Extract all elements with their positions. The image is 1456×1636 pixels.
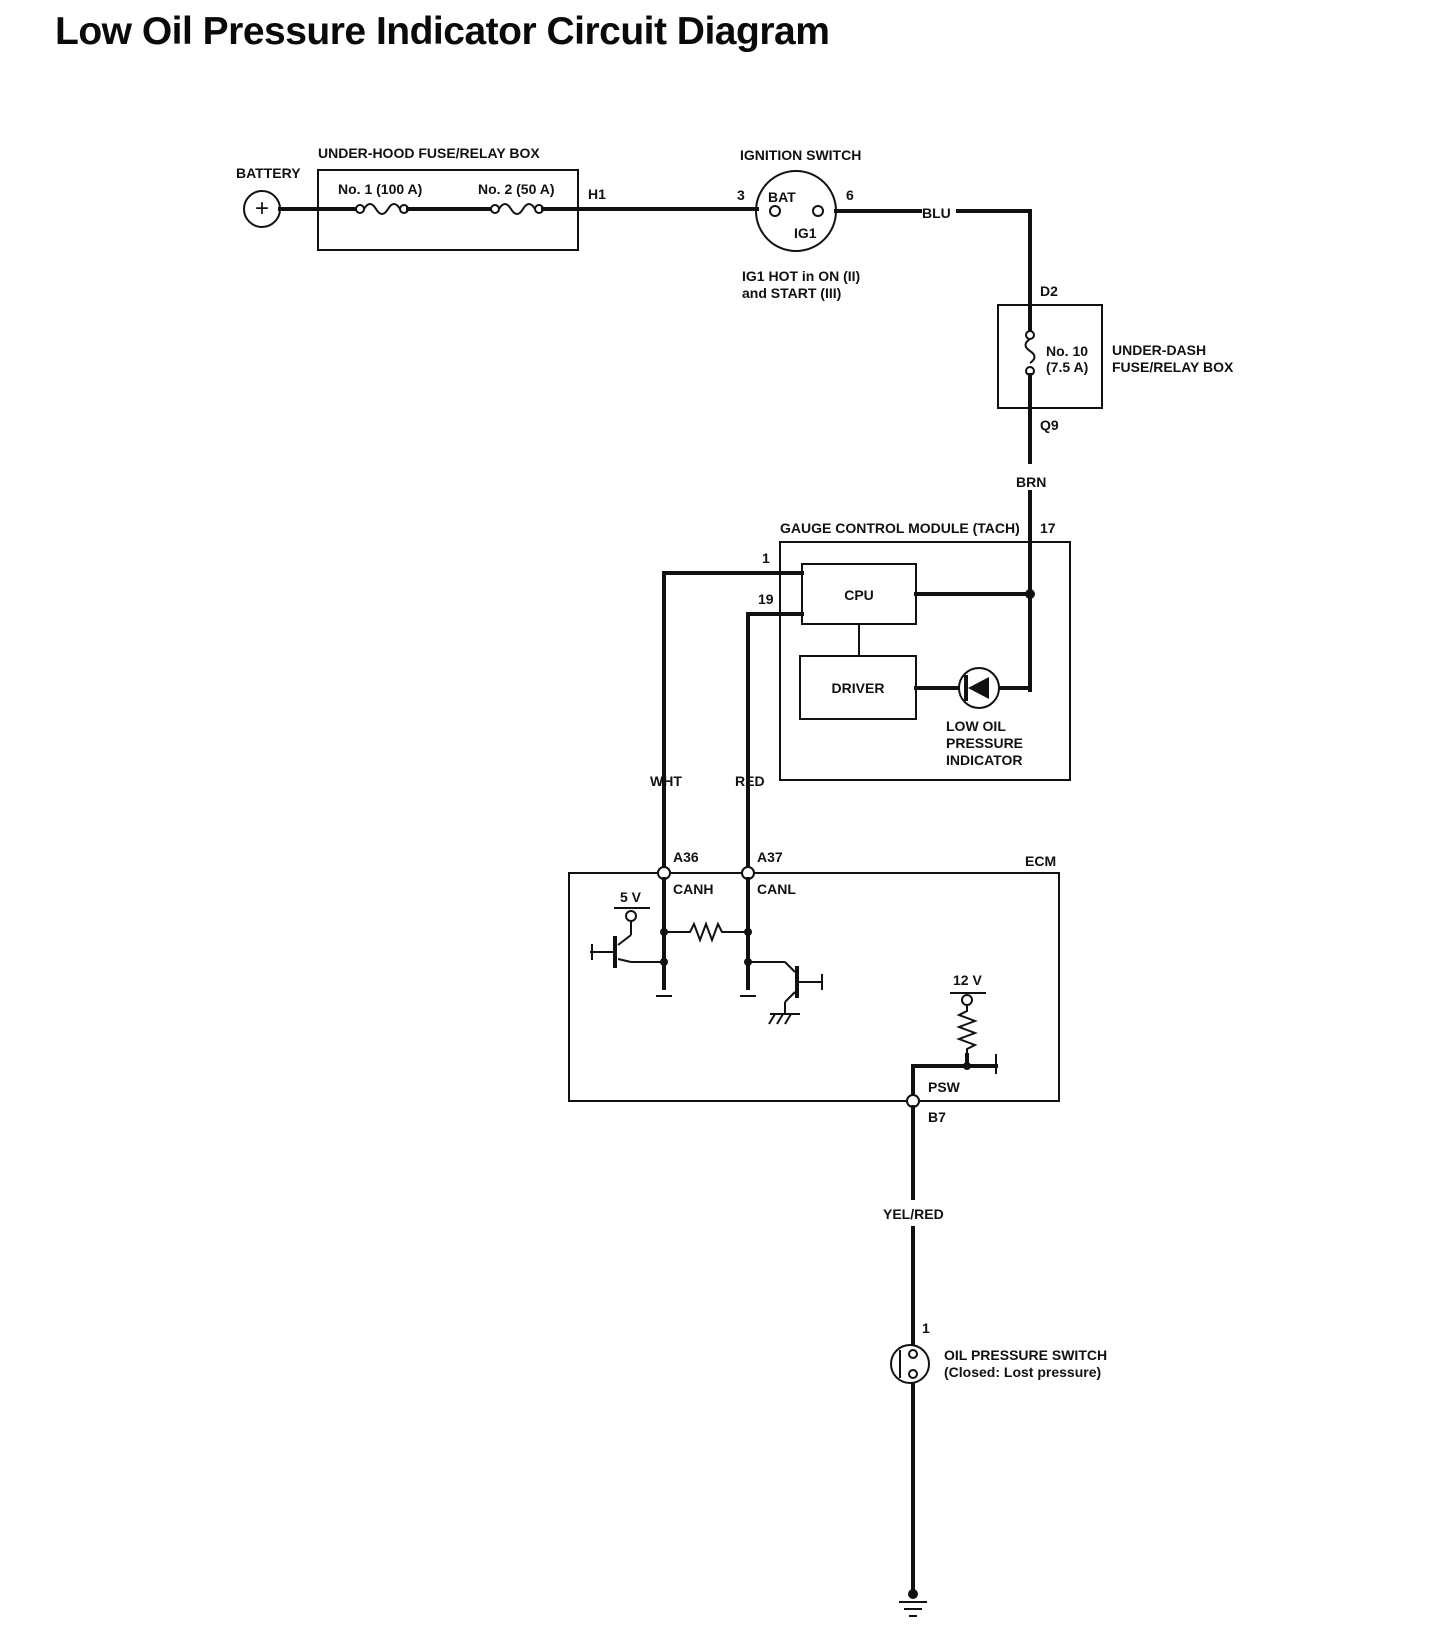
oil-switch-label-line2: (Closed: Lost pressure) — [944, 1364, 1101, 1380]
pullup-resistor-icon — [956, 1005, 978, 1057]
underhood-box-label: UNDER-HOOD FUSE/RELAY BOX — [318, 145, 540, 161]
ecm-5v-label: 5 V — [620, 889, 642, 905]
fuse-10-label-line1: No. 10 — [1046, 343, 1088, 359]
indicator-label-line2: PRESSURE — [946, 735, 1023, 751]
terminal-17: 17 — [1040, 520, 1056, 536]
oil-switch-label-line1: OIL PRESSURE SWITCH — [944, 1347, 1107, 1363]
driver-label: DRIVER — [832, 680, 885, 696]
underdash-label-line2: FUSE/RELAY BOX — [1112, 359, 1234, 375]
ecm-canh-label: CANH — [673, 881, 713, 897]
cpu-label: CPU — [844, 587, 874, 603]
ignition-ig1-label: IG1 — [794, 225, 817, 241]
termination-resistor-icon — [664, 921, 748, 943]
battery-label: BATTERY — [236, 165, 301, 181]
battery-symbol: + — [255, 195, 269, 222]
oil-switch-terminal-1: 1 — [922, 1320, 930, 1336]
ignition-switch-label: IGNITION SWITCH — [740, 147, 861, 163]
ignition-terminal-3: 3 — [737, 187, 745, 203]
underhood-fuse-box: UNDER-HOOD FUSE/RELAY BOX No. 1 (100 A) … — [316, 145, 580, 251]
gauge-control-module: GAUGE CONTROL MODULE (TACH) 17 1 19 CPU … — [758, 520, 1071, 781]
indicator-label-line1: LOW OIL — [946, 718, 1006, 734]
wire-yel-red-label: YEL/RED — [883, 1206, 944, 1222]
fuse-1-icon — [363, 203, 401, 215]
underdash-fuse-box: D2 No. 10 (7.5 A) UNDER-DASH FUSE/RELAY … — [997, 283, 1234, 433]
fuse-1-label: No. 1 (100 A) — [338, 181, 422, 197]
ignition-ig1-contact — [812, 205, 824, 217]
ignition-note-line2: and START (III) — [742, 285, 841, 301]
ground-icon — [899, 1589, 927, 1617]
ecm-12v-label: 12 V — [953, 972, 982, 988]
ecm-psw-label: PSW — [928, 1079, 961, 1095]
oil-pressure-switch: 1 OIL PRESSURE SWITCH (Closed: Lost pres… — [890, 1320, 1107, 1384]
terminal-19: 19 — [758, 591, 774, 607]
fuse-2-label: No. 2 (50 A) — [478, 181, 555, 197]
fuse-10-label-line2: (7.5 A) — [1046, 359, 1088, 375]
ignition-terminal-6: 6 — [846, 187, 854, 203]
battery: + BATTERY — [236, 165, 301, 228]
indicator-label-line3: INDICATOR — [946, 752, 1022, 768]
underdash-label-line1: UNDER-DASH — [1112, 342, 1206, 358]
ecm: ECM A36 A37 CANH CANL 5 V — [568, 849, 1060, 1125]
page-title: Low Oil Pressure Indicator Circuit Diagr… — [55, 10, 830, 53]
fuse-2-terminal-a — [490, 204, 500, 214]
terminal-1: 1 — [762, 550, 770, 566]
fuse-1-terminal-a — [355, 204, 365, 214]
terminal-q9: Q9 — [1040, 417, 1059, 433]
wire-wht-label: WHT — [650, 773, 682, 789]
fuse-10-terminal-a — [1025, 330, 1035, 340]
ecm-pin-b7: B7 — [928, 1109, 946, 1125]
ignition-bat-label: BAT — [768, 189, 796, 205]
fuse-2-icon — [498, 203, 536, 215]
gauge-module-label: GAUGE CONTROL MODULE (TACH) — [780, 520, 1020, 536]
ignition-note-line1: IG1 HOT in ON (II) — [742, 268, 860, 284]
wire-blu-label: BLU — [922, 205, 951, 221]
terminal-h1: H1 — [588, 186, 606, 202]
ecm-label: ECM — [1025, 853, 1056, 869]
wire-brn-label: BRN — [1016, 474, 1046, 490]
ignition-switch: IGNITION SWITCH 3 6 BAT IG1 IG1 HOT in O… — [737, 147, 861, 301]
ecm-canl-label: CANL — [757, 881, 796, 897]
terminal-d2: D2 — [1040, 283, 1058, 299]
ecm-pin-a37: A37 — [757, 849, 783, 865]
wire-red-label: RED — [735, 773, 765, 789]
ignition-bat-contact — [769, 205, 781, 217]
fuse-10-icon — [1024, 338, 1036, 364]
ecm-pin-a36: A36 — [673, 849, 699, 865]
